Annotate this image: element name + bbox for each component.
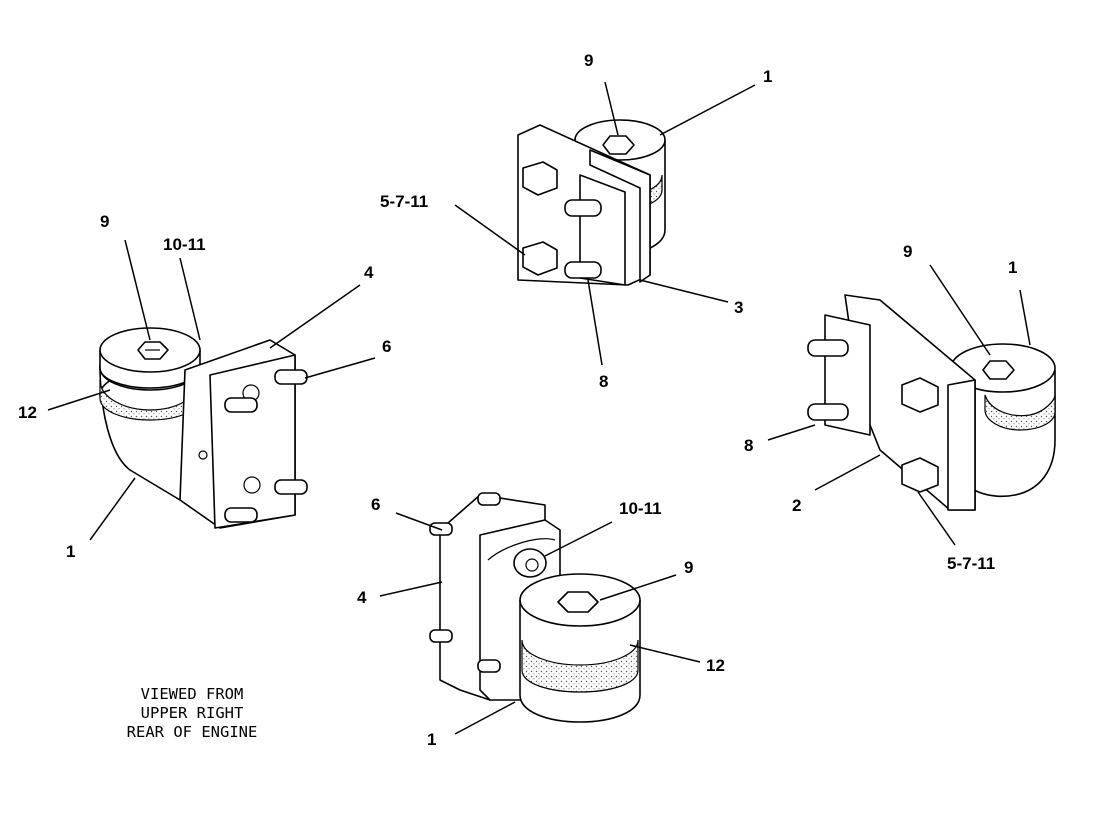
- callout-8: 8: [599, 372, 608, 391]
- leader-a-4: [269, 284, 361, 349]
- hex-bolt-9-left: [137, 341, 169, 360]
- note-line-1: VIEWED FROM: [141, 685, 244, 703]
- engine-mount-assembly-bottom: 6 10-11 9 4 12 1: [357, 492, 725, 749]
- callout-1: 1: [1008, 258, 1017, 277]
- leader-c-9: [929, 264, 991, 356]
- callout-9: 9: [584, 51, 593, 70]
- callout-1: 1: [763, 67, 772, 86]
- callout-9: 9: [903, 242, 912, 261]
- studs-6-left: [224, 369, 308, 523]
- hex-bolt-9-top: [602, 135, 635, 155]
- callout-6: 6: [371, 495, 380, 514]
- bracket-plate-4-left: [179, 339, 296, 529]
- socket-screw-10-11-bottom: [513, 548, 547, 578]
- callout-9: 9: [100, 212, 109, 231]
- leader-b-1: [659, 84, 756, 136]
- leader-b-5-7-11: [454, 204, 526, 256]
- leader-c-1: [1019, 289, 1031, 346]
- hex-bolt-9-bottom: [557, 591, 599, 613]
- view-orientation-note: VIEWED FROM UPPER RIGHT REAR OF ENGINE: [127, 685, 258, 741]
- callout-6: 6: [382, 337, 391, 356]
- callout-2: 2: [792, 496, 801, 515]
- hex-nuts-right: [901, 377, 939, 493]
- callout-10-11: 10-11: [619, 499, 662, 518]
- leader-d-12: [629, 644, 701, 663]
- callout-12: 12: [706, 656, 725, 675]
- callout-1: 1: [66, 542, 75, 561]
- callout-3: 3: [734, 298, 743, 317]
- callout-9: 9: [684, 558, 693, 577]
- note-line-2: UPPER RIGHT: [141, 704, 244, 722]
- leader-a-6: [304, 357, 376, 379]
- note-line-3: REAR OF ENGINE: [127, 723, 258, 741]
- leader-a-1: [89, 477, 136, 541]
- hex-bolt-9-right: [982, 360, 1015, 380]
- callout-1: 1: [427, 730, 436, 749]
- leader-c-2: [814, 454, 881, 491]
- callout-5-7-11: 5-7-11: [380, 192, 428, 211]
- leader-b-3: [639, 279, 729, 303]
- leader-a-9: [124, 239, 151, 341]
- engine-mount-assembly-right: 9 1 8 2 5-7-11: [744, 242, 1056, 573]
- hex-nuts-top: [522, 161, 558, 276]
- leader-d-10-11: [544, 521, 613, 557]
- leader-d-6: [395, 512, 443, 531]
- callout-5-7-11: 5-7-11: [947, 554, 995, 573]
- engine-mount-assembly-left: 9 10-11 4 6 12 1: [18, 212, 391, 561]
- leader-d-9: [599, 574, 677, 601]
- callout-12: 12: [18, 403, 37, 422]
- leader-c-8: [767, 424, 816, 441]
- leader-d-1: [454, 701, 516, 735]
- callout-8: 8: [744, 436, 753, 455]
- callout-10-11: 10-11: [163, 235, 206, 254]
- callout-4: 4: [364, 263, 374, 282]
- leader-a-12: [47, 389, 111, 411]
- studs-6-bottom: [429, 492, 501, 673]
- engine-mount-assembly-top: 9 1 5-7-11 3 8: [380, 51, 772, 391]
- leader-c-5-7-11: [917, 491, 956, 546]
- leader-b-8: [587, 279, 603, 366]
- studs-8-top: [564, 199, 602, 279]
- bracket-plate-2-right: [824, 294, 976, 511]
- leader-b-9: [604, 81, 619, 136]
- leader-a-10-11: [179, 257, 201, 341]
- studs-8-right: [807, 339, 849, 421]
- leader-d-4: [379, 581, 443, 597]
- callout-4: 4: [357, 588, 367, 607]
